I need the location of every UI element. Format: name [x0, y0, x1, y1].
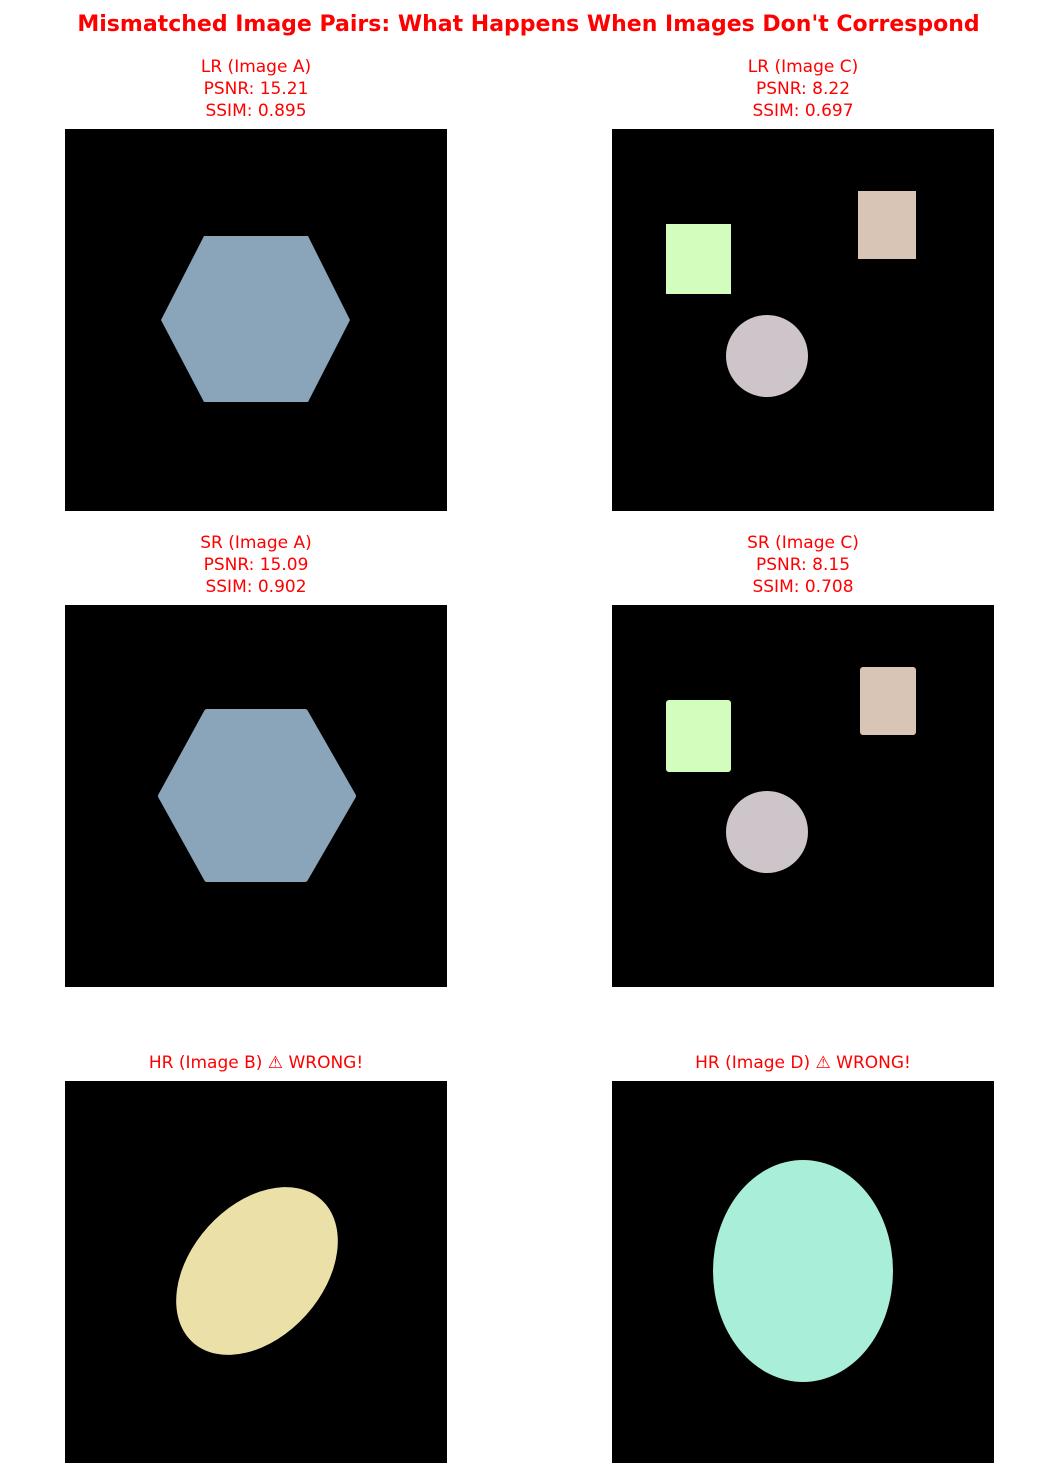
- psnr-value: PSNR: 8.15: [755, 555, 851, 575]
- ssim-value: SSIM: 0.902: [205, 577, 307, 597]
- shapes-image: [666, 191, 916, 397]
- panel-label: LR (Image C): [747, 57, 859, 77]
- mint-ellipse-shape: [713, 1160, 893, 1382]
- gray-circle-shape: [726, 791, 808, 873]
- ssim-value: SSIM: 0.895: [205, 101, 307, 121]
- psnr-value: PSNR: 8.22: [755, 79, 851, 99]
- hexagon-shape: [161, 236, 350, 402]
- ellipse-image: [176, 1187, 338, 1355]
- panel-label: SR (Image A): [200, 533, 312, 553]
- panel-hr-image-b: [65, 1081, 447, 1463]
- hexagon-shape: [158, 709, 356, 882]
- green-square-shape: [666, 700, 731, 772]
- panel-lr-image-c-title: LR (Image C) PSNR: 8.22 SSIM: 0.697: [612, 56, 994, 122]
- hexagon-image: [161, 236, 350, 402]
- ellipse-image: [713, 1160, 893, 1382]
- figure-title: Mismatched Image Pairs: What Happens Whe…: [77, 12, 980, 37]
- psnr-value: PSNR: 15.21: [203, 79, 309, 99]
- tan-rectangle-shape: [860, 667, 916, 735]
- panel-label: HR (Image D) ⚠ WRONG!: [695, 1053, 911, 1073]
- panel-label: LR (Image A): [200, 57, 312, 77]
- panel-lr-image-a: [65, 129, 447, 511]
- panel-hr-image-d: [612, 1081, 994, 1463]
- gray-circle-shape: [726, 315, 808, 397]
- ssim-value: SSIM: 0.708: [752, 577, 854, 597]
- green-square-shape: [666, 224, 731, 294]
- yellow-ellipse-shape: [176, 1187, 338, 1355]
- panel-label: SR (Image C): [747, 533, 859, 553]
- panel-sr-image-c-title: SR (Image C) PSNR: 8.15 SSIM: 0.708: [612, 532, 994, 598]
- panel-hr-image-b-title: HR (Image B) ⚠ WRONG!: [65, 1052, 447, 1074]
- hexagon-image: [158, 709, 356, 882]
- panel-sr-image-a: [65, 605, 447, 987]
- panel-lr-image-c: [612, 129, 994, 511]
- panel-hr-image-d-title: HR (Image D) ⚠ WRONG!: [612, 1052, 994, 1074]
- panel-label: HR (Image B) ⚠ WRONG!: [148, 1053, 364, 1073]
- panel-lr-image-a-title: LR (Image A) PSNR: 15.21 SSIM: 0.895: [65, 56, 447, 122]
- panel-sr-image-c: [612, 605, 994, 987]
- panel-sr-image-a-title: SR (Image A) PSNR: 15.09 SSIM: 0.902: [65, 532, 447, 598]
- psnr-value: PSNR: 15.09: [203, 555, 309, 575]
- ssim-value: SSIM: 0.697: [752, 101, 854, 121]
- shapes-image: [666, 667, 916, 873]
- tan-rectangle-shape: [858, 191, 916, 259]
